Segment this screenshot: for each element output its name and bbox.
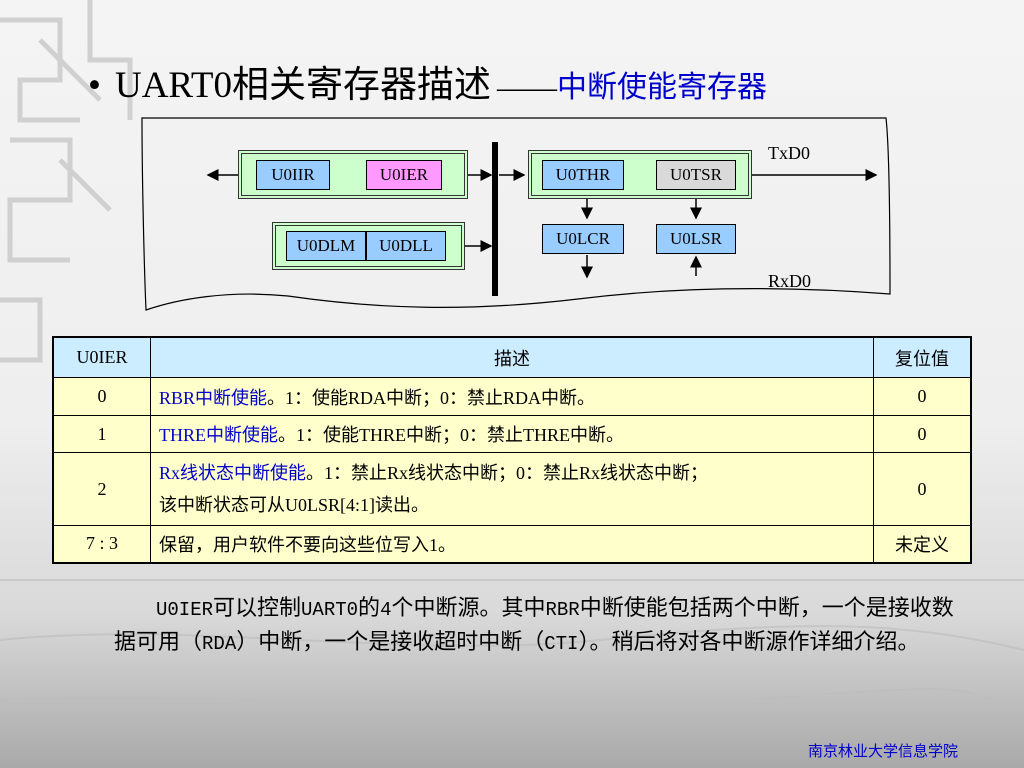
description-text: 。1：禁止Rx线状态中断；0：禁止Rx线状态中断； — [306, 463, 709, 483]
description-highlight: Rx线状态中断使能 — [159, 463, 307, 483]
txd0-label: TxD0 — [768, 143, 810, 163]
note-text: ）。稍后将对各中断源作详细介绍。 — [578, 629, 920, 654]
table-row: 0 RBR中断使能。1：使能RDA中断；0：禁止RDA中断。 0 — [52, 377, 972, 416]
note-text: 中断使能包括两个中断，一个是接收数据可用（ — [114, 595, 954, 654]
description-text: 保留，用户软件不要向这些位写入1。 — [159, 534, 456, 555]
description-highlight: THRE中断使能 — [159, 425, 278, 445]
row-reset: 0 — [873, 452, 972, 526]
reg-u0lsr: U0LSR — [656, 224, 736, 254]
note-code: 4 — [380, 599, 392, 621]
row-bit: 2 — [52, 452, 151, 526]
reg-u0thr: U0THR — [542, 160, 624, 190]
note-code: UART0 — [301, 599, 359, 621]
reg-u0tsr: U0TSR — [656, 160, 736, 190]
row-bit: 1 — [52, 415, 151, 453]
header-description: 描述 — [150, 336, 874, 378]
rxd0-label: RxD0 — [768, 271, 812, 291]
title-subtitle: 中断使能寄存器 — [556, 71, 767, 104]
row-description: THRE中断使能。1：使能THRE中断；0：禁止THRE中断。 — [150, 415, 874, 453]
header-reset-value: 复位值 — [873, 336, 972, 378]
reg-u0lcr: U0LCR — [542, 224, 624, 254]
note-code: RDA — [202, 633, 237, 655]
header-bit: U0IER — [52, 336, 151, 378]
table-header-row: U0IER 描述 复位值 — [52, 336, 972, 378]
description-text: 。1：使能THRE中断；0：禁止THRE中断。 — [278, 425, 624, 445]
note-text: 的 — [358, 595, 381, 620]
description-line2: 该中断状态可从U0LSR[4:1]读出。 — [159, 495, 429, 515]
row-description: RBR中断使能。1：使能RDA中断；0：禁止RDA中断。 — [150, 377, 874, 416]
slide-title: • UART0相关寄存器描述——中断使能寄存器 — [88, 54, 767, 108]
row-reset: 0 — [873, 415, 972, 453]
description-highlight: RBR中断使能 — [159, 387, 268, 408]
footer-institution: 南京林业大学信息学院 — [808, 743, 959, 760]
diagram-outline — [141, 117, 891, 311]
reg-u0dlm: U0DLM — [286, 231, 366, 261]
note-text: 个中断源。其中 — [391, 595, 546, 620]
note-text: 可以控制 — [213, 595, 302, 620]
reg-u0iir: U0IIR — [256, 160, 330, 190]
reg-u0ier: U0IER — [366, 160, 442, 190]
title-dash: —— — [496, 71, 557, 104]
note-code: RBR — [545, 599, 580, 621]
row-reset: 未定义 — [873, 525, 972, 563]
title-bullet: • — [88, 65, 101, 106]
description-text: 。1：使能RDA中断；0：禁止RDA中断。 — [267, 387, 596, 408]
table-row: 7 : 3 保留，用户软件不要向这些位写入1。 未定义 — [52, 525, 972, 563]
row-description: 保留，用户软件不要向这些位写入1。 — [150, 525, 874, 563]
note-text: ）中断，一个是接收超时中断（ — [236, 629, 545, 654]
row-description: Rx线状态中断使能。1：禁止Rx线状态中断；0：禁止Rx线状态中断； 该中断状态可… — [150, 452, 874, 526]
row-bit: 0 — [52, 377, 151, 416]
table-row: 2 Rx线状态中断使能。1：禁止Rx线状态中断；0：禁止Rx线状态中断； 该中断状… — [52, 452, 972, 526]
explanation-paragraph: U0IER可以控制UART0的4个中断源。其中RBR中断使能包括两个中断，一个是… — [114, 592, 954, 660]
reg-u0dll: U0DLL — [366, 231, 446, 261]
row-bit: 7 : 3 — [52, 525, 151, 563]
uart-block-diagram: U0IIR U0IER U0DLM U0DLL U0THR U0TSR U0LC… — [138, 114, 898, 324]
title-main: UART0相关寄存器描述 — [114, 65, 491, 106]
row-reset: 0 — [873, 377, 972, 416]
u0ier-bit-table: U0IER 描述 复位值 0 RBR中断使能。1：使能RDA中断；0：禁止RDA… — [52, 336, 972, 564]
note-code: U0IER — [156, 599, 214, 621]
note-code: CTI — [544, 633, 579, 655]
table-row: 1 THRE中断使能。1：使能THRE中断；0：禁止THRE中断。 0 — [52, 415, 972, 453]
